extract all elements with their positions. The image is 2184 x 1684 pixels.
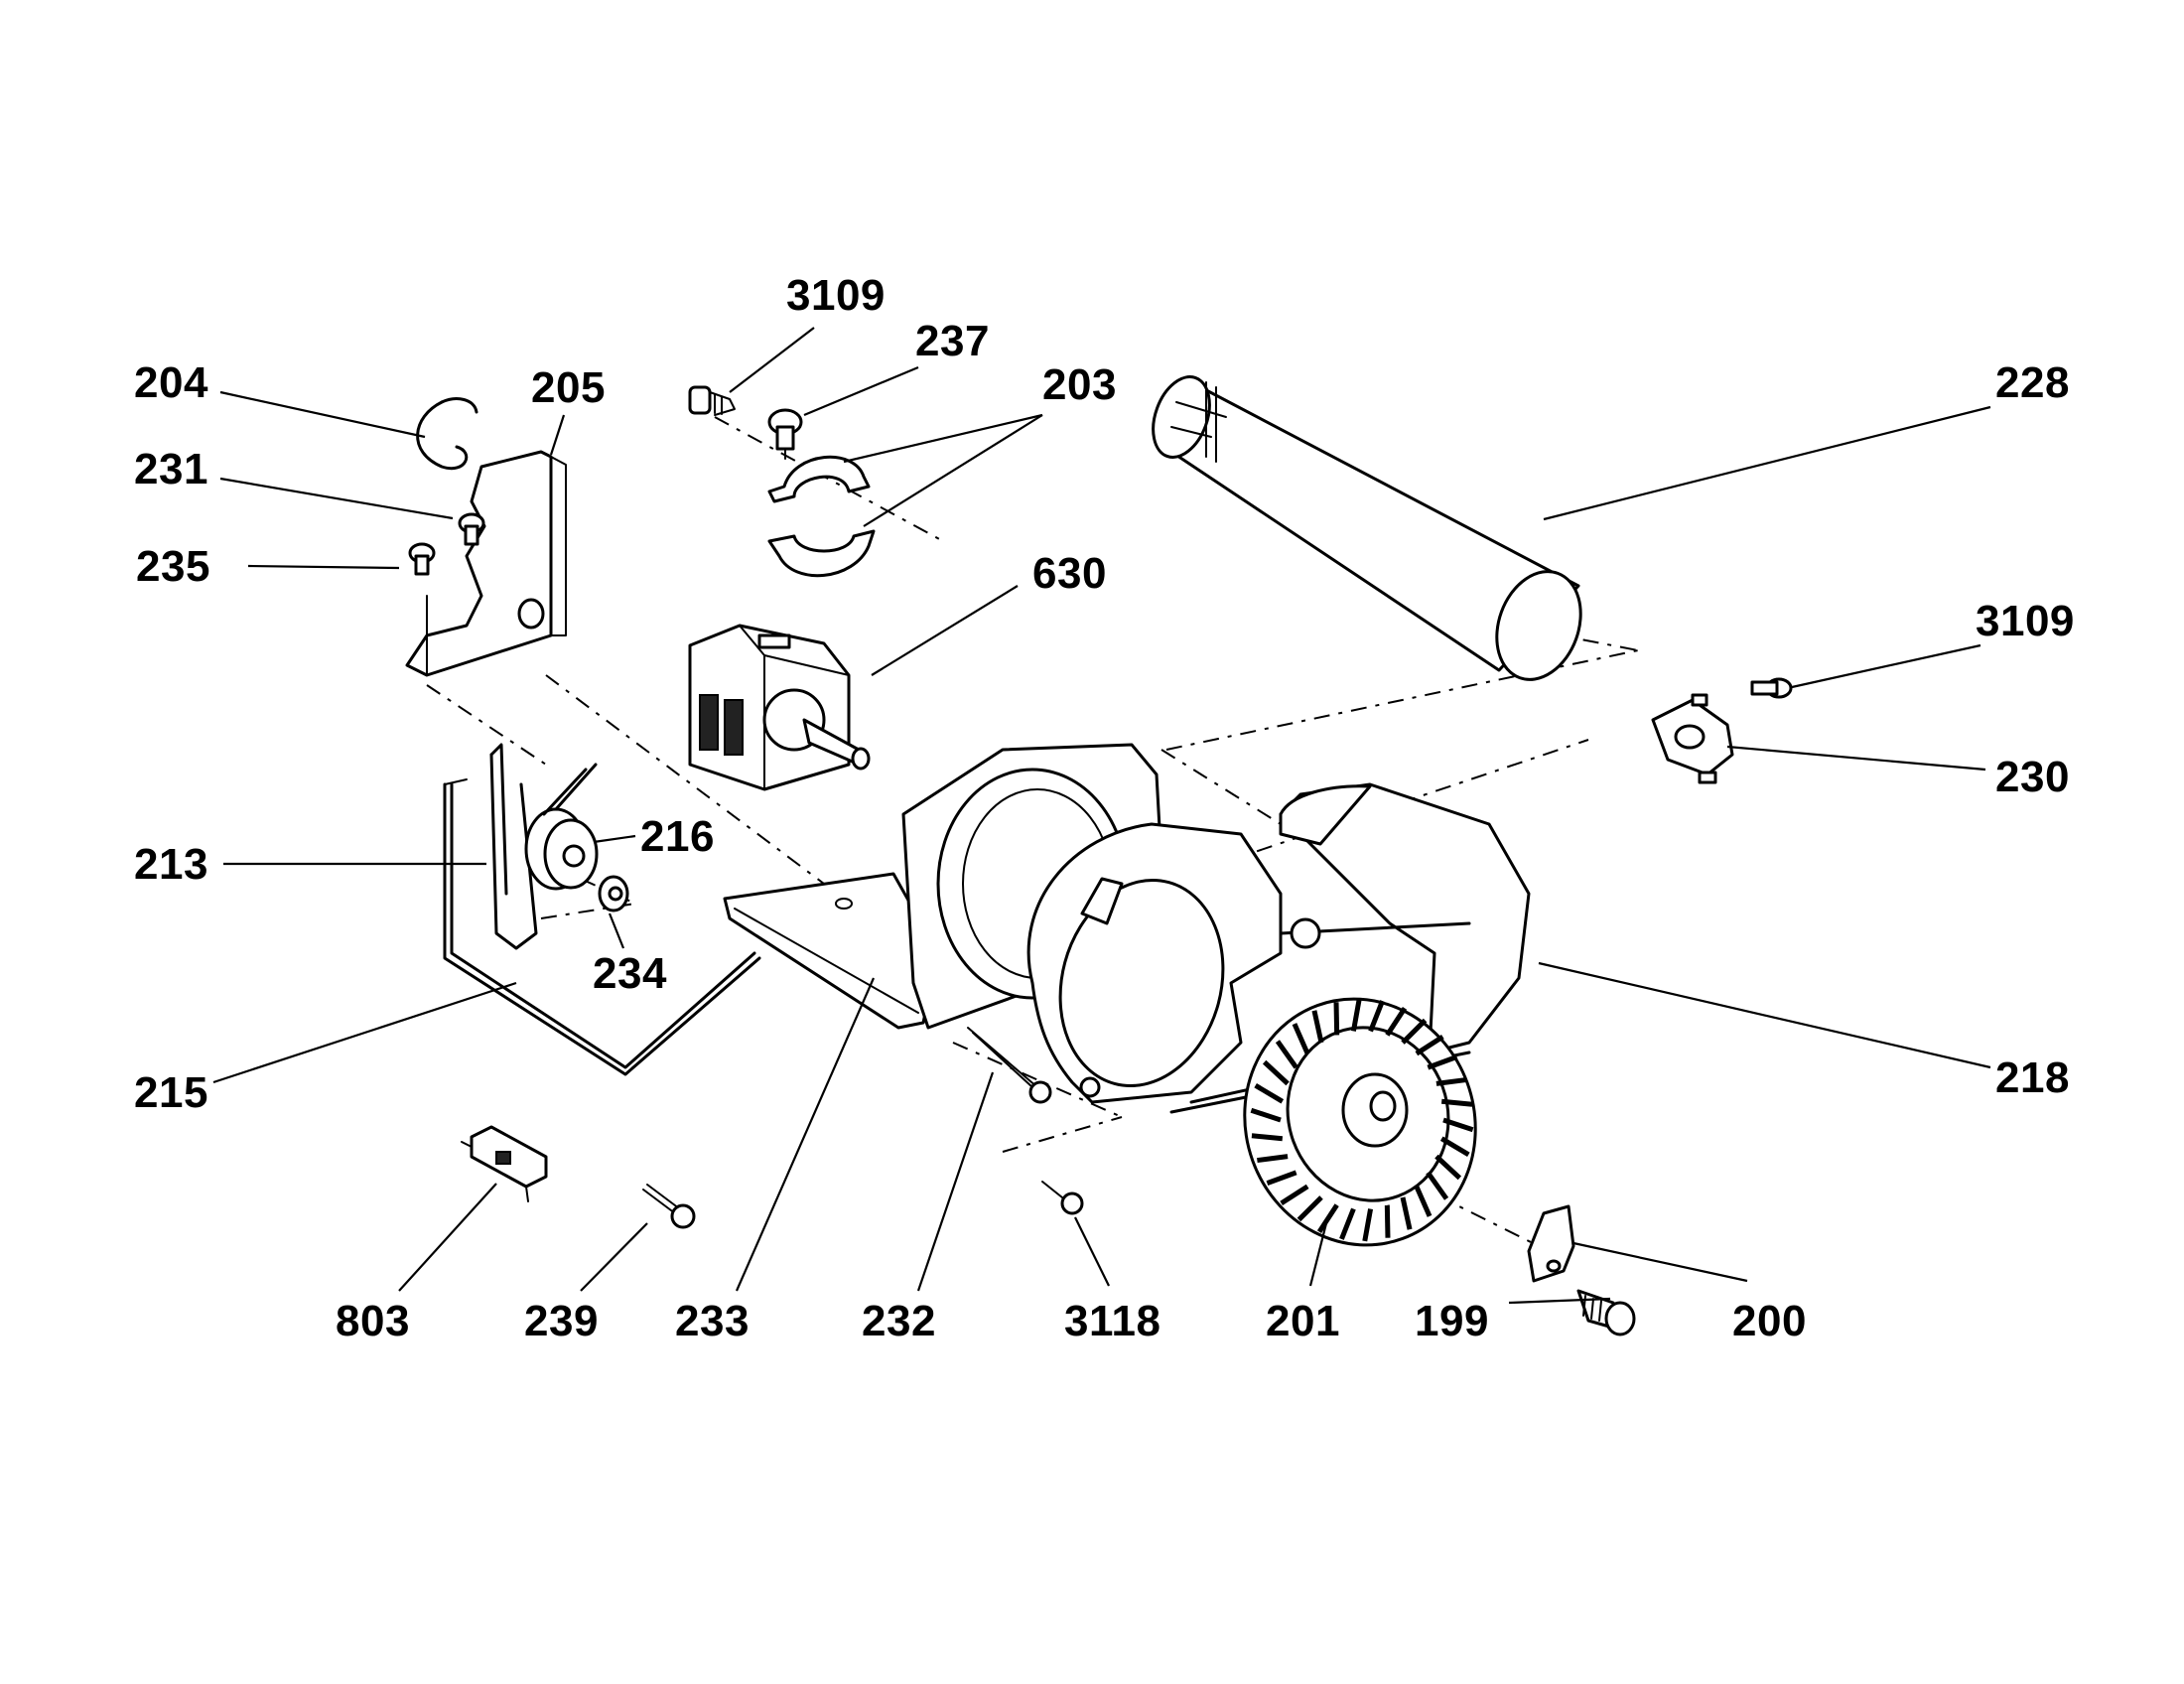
blower-fin: [1427, 1054, 1458, 1070]
label-205: 205: [531, 363, 606, 412]
label-215: 215: [134, 1068, 208, 1117]
blower-fin: [1250, 1107, 1282, 1123]
blower-fin: [1266, 1170, 1297, 1186]
blower-fin: [1362, 1208, 1374, 1242]
label-228: 228: [1995, 358, 2070, 407]
part-231-screw: [458, 512, 485, 546]
blower-fin: [1280, 1184, 1309, 1205]
part-237-screw: [767, 408, 803, 460]
part-3109-top-screw: [688, 385, 736, 416]
blower-fin: [1251, 1133, 1284, 1142]
blower-fin: [1442, 1117, 1474, 1133]
part-230-bracket: [1651, 693, 1734, 784]
part-3118-screw: [1041, 1181, 1084, 1215]
blower-fin: [1440, 1098, 1473, 1107]
label-3109-right: 3109: [1976, 597, 2075, 645]
part-205-bracket: [405, 450, 567, 677]
blower-fin: [1385, 1006, 1408, 1037]
blower-fin: [1401, 1018, 1428, 1045]
label-213: 213: [134, 840, 208, 889]
label-239: 239: [524, 1297, 599, 1345]
label-3118: 3118: [1064, 1297, 1160, 1345]
blower-fin: [1316, 1203, 1339, 1234]
blower-fin: [1426, 1171, 1449, 1200]
blower-fin: [1275, 1040, 1298, 1069]
blower-fin: [1434, 1154, 1462, 1181]
part-199-bolt: [1576, 1289, 1636, 1336]
blower-fin: [1384, 1204, 1391, 1238]
part-204-clip: [416, 397, 478, 471]
blower-fin: [1350, 998, 1362, 1032]
label-230: 230: [1995, 753, 2070, 801]
part-213-idler-arm: [489, 743, 538, 950]
label-218: 218: [1995, 1053, 2070, 1102]
label-204: 204: [134, 358, 208, 407]
blower-fin: [1368, 1000, 1385, 1033]
blower-fin: [1311, 1010, 1324, 1044]
blower-fin: [1254, 1083, 1285, 1104]
part-201-blower-wheel: [1243, 997, 1477, 1247]
leader-lines: [212, 327, 1991, 1305]
label-3109-top: 3109: [786, 271, 886, 320]
label-232: 232: [862, 1297, 936, 1345]
part-803-switch: [461, 1125, 548, 1202]
label-803: 803: [336, 1297, 410, 1345]
label-233: 233: [675, 1297, 750, 1345]
blower-fin: [1262, 1059, 1290, 1086]
blower-fin: [1415, 1035, 1444, 1056]
part-235-screw: [408, 542, 436, 576]
part-630-module: [688, 624, 871, 791]
blower-fin: [1333, 1002, 1340, 1036]
blower-fin: [1414, 1185, 1433, 1217]
blower-fin: [1339, 1207, 1356, 1240]
part-203-clamps: [767, 455, 876, 578]
blower-fin: [1400, 1196, 1413, 1230]
blower-fin: [1297, 1195, 1323, 1222]
blower-fin: [1435, 1076, 1467, 1086]
label-630: 630: [1032, 549, 1107, 598]
part-232-screw: [967, 1027, 1052, 1104]
part-228-duct: [1152, 375, 1582, 681]
part-number-labels: 204 205 231 235 3109 237 203 228 630 310…: [134, 271, 2075, 1345]
part-200-bracket: [1527, 1204, 1575, 1283]
label-234: 234: [593, 949, 667, 998]
part-3109-right-screw: [1750, 677, 1793, 699]
label-199: 199: [1415, 1297, 1489, 1345]
part-216-pulley: [524, 763, 599, 891]
part-239-screw: [642, 1184, 696, 1229]
blower-fin: [1292, 1023, 1310, 1055]
label-231: 231: [134, 445, 208, 493]
label-237: 237: [915, 317, 990, 365]
label-201: 201: [1266, 1297, 1340, 1345]
blower-fins: [1250, 998, 1474, 1242]
blower-fin: [1439, 1136, 1470, 1157]
label-216: 216: [640, 812, 715, 861]
blower-fin: [1257, 1154, 1289, 1164]
label-203: 203: [1042, 360, 1117, 409]
label-200: 200: [1732, 1297, 1807, 1345]
part-233-base-plate: [723, 872, 940, 1030]
part-215-spring-rod: [443, 778, 761, 1076]
part-234-washer: [598, 875, 629, 912]
part-218-blower-housing: [901, 743, 1531, 1114]
label-235: 235: [136, 542, 210, 591]
